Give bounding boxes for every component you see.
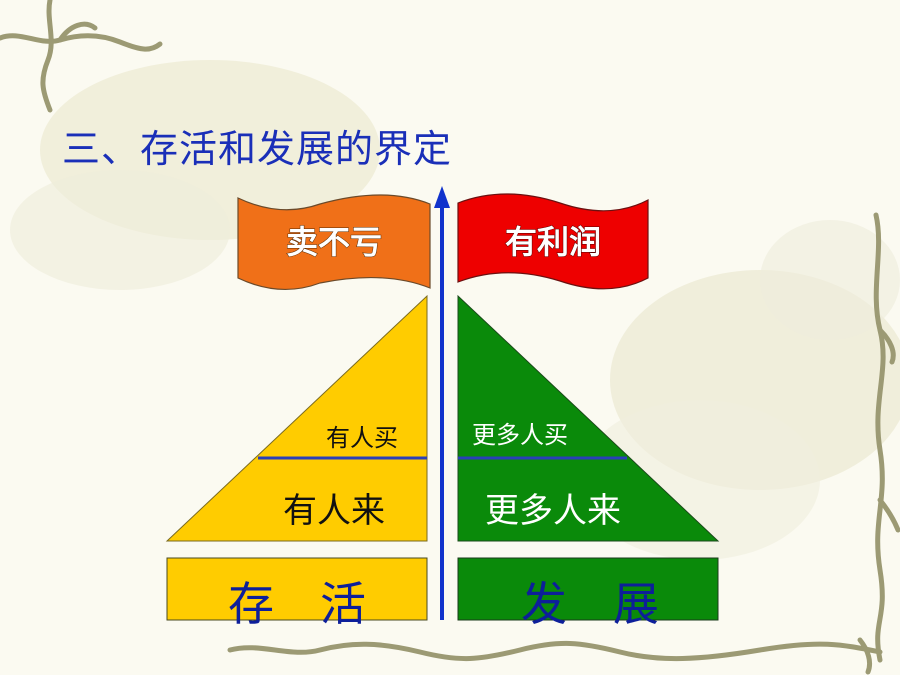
development-lower-label: 更多人来	[485, 491, 621, 531]
page-title: 三、存活和发展的界定	[62, 127, 453, 171]
development-base-box	[457, 557, 719, 621]
flag-profit	[457, 193, 649, 290]
vine-border-right	[873, 212, 900, 663]
vine-border-bottom	[227, 637, 883, 675]
survival-base-box	[166, 557, 428, 621]
flag-break-even-label: 卖不亏	[286, 223, 382, 261]
development-base-label: 发 展	[521, 577, 659, 631]
survival-lower-label: 有人来	[283, 491, 385, 531]
vertical-axis-arrowhead	[434, 186, 450, 208]
survival-upper-label: 有人买	[326, 424, 398, 452]
survival-base-label: 存 活	[228, 577, 366, 631]
vine-border-top-left	[0, 0, 163, 113]
flag-break-even	[237, 194, 431, 290]
development-upper-label: 更多人买	[472, 421, 568, 449]
flag-profit-label: 有利润	[505, 223, 601, 261]
survival-triangle	[165, 294, 428, 542]
development-triangle	[457, 294, 720, 542]
